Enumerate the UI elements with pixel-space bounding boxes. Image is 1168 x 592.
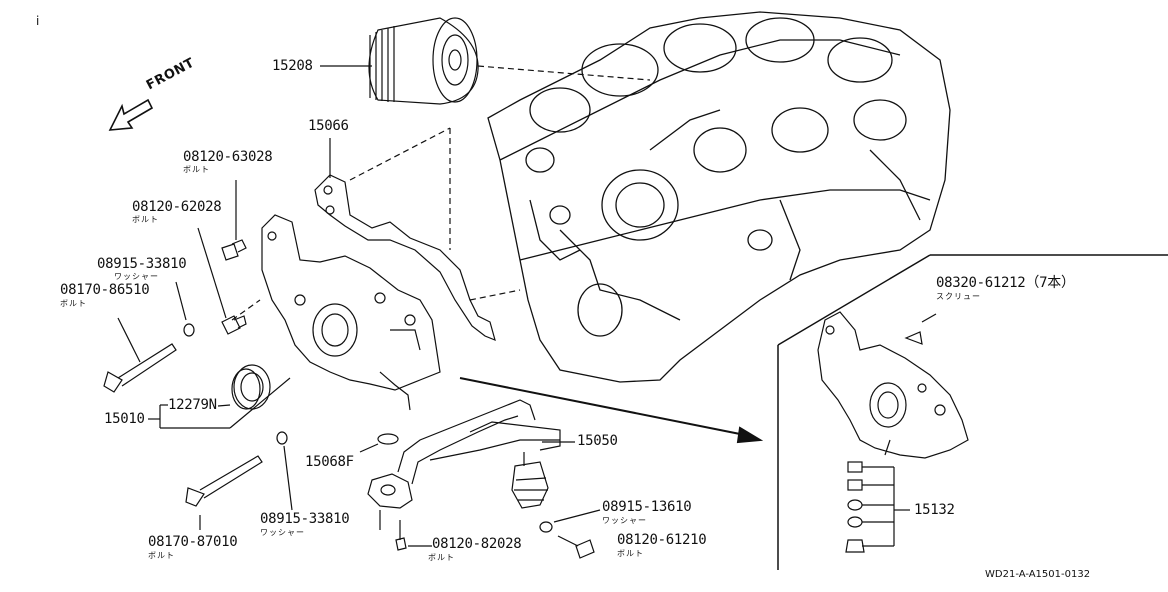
washer-08915-33810 bbox=[175, 281, 195, 337]
label-08120-61210-note: ボルト bbox=[617, 549, 644, 558]
front-arrow-icon bbox=[108, 98, 154, 131]
label-08915-13610: 08915-13610 bbox=[602, 499, 692, 515]
inset-frame bbox=[777, 254, 1168, 570]
label-15050: 15050 bbox=[577, 433, 618, 449]
arrow-to-inset bbox=[459, 377, 764, 444]
label-15068F: 15068F bbox=[305, 454, 354, 470]
front-cover-gasket bbox=[314, 127, 521, 342]
corner-mark: i bbox=[36, 14, 40, 28]
bolt-08120-82028 bbox=[395, 520, 432, 551]
label-08915-13610-note: ワッシャー bbox=[602, 516, 647, 525]
label-08170-87010: 08170-87010 bbox=[148, 534, 238, 550]
oil-pump-front-cover bbox=[231, 214, 441, 411]
drawing-code: WD21-A-A1501-0132 bbox=[985, 569, 1091, 580]
bolt-08120-61210 bbox=[557, 535, 595, 559]
inset-oil-pump bbox=[817, 311, 969, 459]
label-08170-87010-note: ボルト bbox=[148, 551, 175, 560]
label-08120-63028: 08120-63028 bbox=[183, 149, 273, 165]
label-08915-33810: 08915-33810 bbox=[97, 256, 187, 272]
label-15208: 15208 bbox=[272, 58, 313, 74]
oil-strainer-pipe bbox=[367, 399, 575, 530]
label-08320-61212-note: スクリュー bbox=[936, 292, 981, 301]
leader-15010 bbox=[148, 377, 291, 429]
oil-filter bbox=[320, 17, 651, 105]
label-08120-82028-note: ボルト bbox=[428, 553, 455, 562]
label-15010: 15010 bbox=[104, 411, 145, 427]
relief-valve-parts bbox=[845, 461, 910, 553]
label-08120-82028: 08120-82028 bbox=[432, 536, 522, 552]
bolt-08170-86510 bbox=[103, 317, 177, 393]
label-08915-33810-note: ワッシャー bbox=[114, 272, 159, 281]
label-12279N: 12279N bbox=[168, 397, 217, 413]
label-08170-86510-note: ボルト bbox=[60, 299, 87, 308]
washer-08915-33810-lower bbox=[276, 431, 293, 511]
oil-seal bbox=[217, 364, 271, 410]
washer-08915-13610 bbox=[539, 509, 601, 533]
label-08170-86510: 08170-86510 bbox=[60, 282, 150, 298]
label-08320-61212: 08320-61212（7本） bbox=[936, 275, 1075, 291]
o-ring bbox=[359, 433, 399, 453]
label-08120-61210: 08120-61210 bbox=[617, 532, 707, 548]
bolt-08120-63028 bbox=[221, 180, 247, 261]
label-15066: 15066 bbox=[308, 118, 349, 134]
engine-block bbox=[487, 11, 951, 383]
label-08120-62028: 08120-62028 bbox=[132, 199, 222, 215]
label-08120-63028-note: ボルト bbox=[183, 165, 210, 174]
label-08915-33810-lower: 08915-33810 bbox=[260, 511, 350, 527]
bolt-08170-87010 bbox=[185, 455, 263, 530]
label-08915-33810-lower-note: ワッシャー bbox=[260, 528, 305, 537]
label-15132: 15132 bbox=[914, 502, 955, 518]
label-08120-62028-note: ボルト bbox=[132, 215, 159, 224]
bolt-08120-62028 bbox=[197, 227, 247, 335]
